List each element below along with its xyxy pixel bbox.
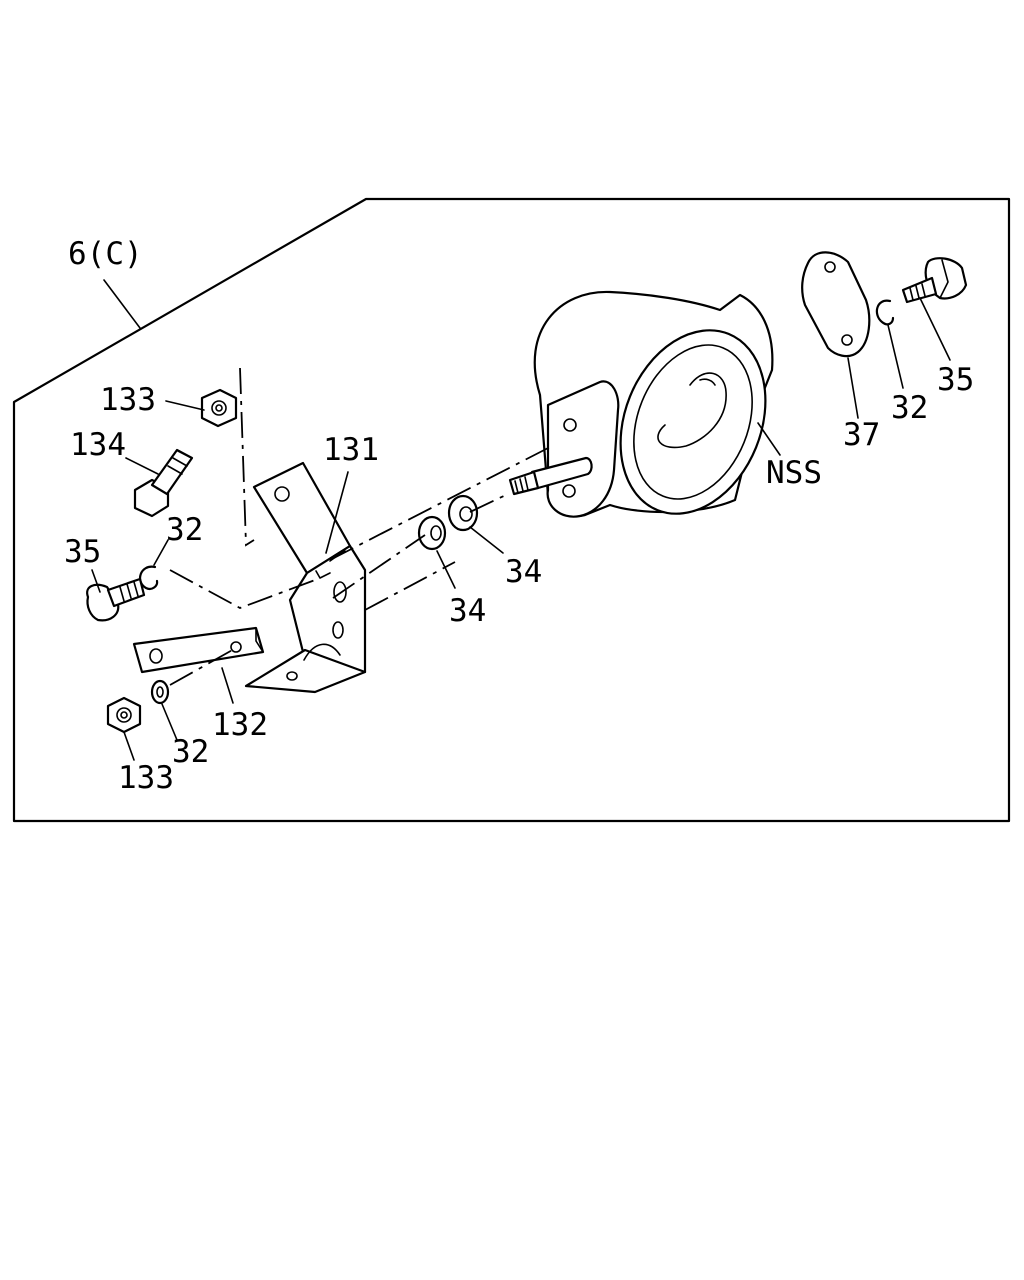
callout-bolt-top: 134 — [70, 427, 126, 463]
callout-plate: 132 — [212, 707, 268, 743]
callout-nut-top: 133 — [100, 382, 156, 418]
right-bolt — [901, 257, 968, 304]
centerlines — [169, 367, 553, 686]
top-nut — [200, 388, 238, 428]
callout-bolt-right: 35 — [937, 362, 974, 398]
assembly-frame — [12, 197, 1011, 823]
center-washer-lower — [417, 515, 447, 551]
callout-washer-lower-left: 32 — [172, 734, 209, 770]
callout-washer-right: 32 — [891, 390, 928, 426]
callout-washer-center-lower: 34 — [449, 593, 486, 629]
right-lock-washer — [875, 299, 895, 326]
cover-part — [801, 251, 871, 358]
bracket-part — [244, 461, 367, 694]
leader-lines — [91, 279, 951, 761]
callout-nut-bottom: 133 — [118, 760, 174, 796]
left-lock-washer — [138, 565, 159, 590]
bottom-nut — [106, 696, 142, 734]
top-bolt — [133, 448, 194, 518]
callout-cover: 37 — [843, 417, 880, 453]
callout-bolt-left: 35 — [64, 534, 101, 570]
callout-housing: NSS — [766, 455, 822, 491]
group-label: 6(C) — [68, 236, 143, 272]
callout-washer-center-upper: 34 — [505, 554, 542, 590]
center-washer-upper — [447, 494, 479, 532]
bottom-lock-washer — [150, 679, 170, 705]
left-bolt — [86, 577, 146, 622]
callout-washer-upper-left: 32 — [166, 512, 203, 548]
housing-part — [508, 290, 774, 518]
callout-bracket: 131 — [323, 432, 379, 468]
plate-part — [132, 626, 265, 674]
